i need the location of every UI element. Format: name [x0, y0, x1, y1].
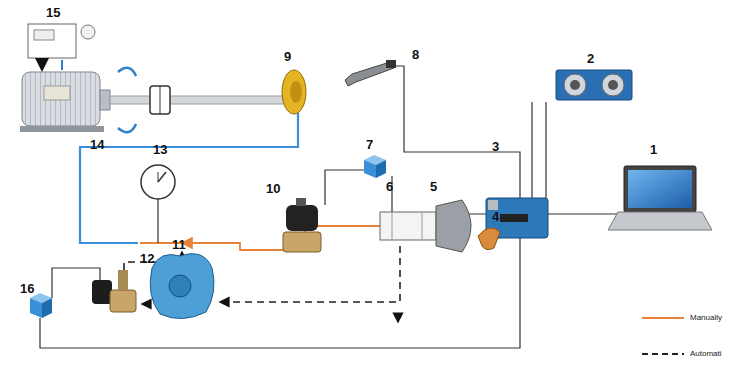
legend-sample	[642, 353, 684, 355]
callout-number: 12	[140, 252, 154, 265]
pressure-gauge	[141, 165, 175, 243]
filter-housing	[380, 200, 471, 252]
legend-sample	[642, 317, 684, 319]
control-panel	[28, 24, 95, 70]
callout-number: 15	[46, 6, 60, 19]
relay-module	[364, 155, 386, 178]
legend-text: Automati	[690, 350, 722, 358]
ultrasonic-sensor	[556, 70, 632, 100]
callout-number: 1	[650, 143, 657, 156]
manual-line	[140, 226, 380, 250]
callout-number: 7	[366, 138, 373, 151]
water-pipe	[80, 110, 298, 243]
callout-number: 2	[587, 52, 594, 65]
callout-number: 9	[284, 50, 291, 63]
callout-number: 13	[153, 143, 167, 156]
solenoid-valve	[283, 198, 321, 252]
callout-number: 4	[492, 210, 499, 223]
feed-pump	[150, 254, 214, 319]
callout-number: 3	[492, 140, 499, 153]
signal-wires	[40, 66, 622, 348]
callout-number: 6	[386, 180, 393, 193]
callout-number: 11	[172, 238, 186, 251]
shaft-coupling	[110, 86, 286, 114]
control-valve	[92, 270, 136, 312]
callout-number: 10	[266, 182, 280, 195]
callout-number: 16	[20, 282, 34, 295]
automatic-line	[124, 246, 400, 322]
callout-number: 8	[412, 48, 419, 61]
speed-sensor	[345, 60, 396, 86]
pump-impeller	[282, 70, 306, 114]
relay-module	[30, 293, 52, 318]
legend-text: Manually	[690, 314, 722, 322]
inlet-funnel	[478, 228, 500, 250]
callout-number: 14	[90, 138, 104, 151]
callout-number: 5	[430, 180, 437, 193]
laptop	[608, 166, 712, 230]
